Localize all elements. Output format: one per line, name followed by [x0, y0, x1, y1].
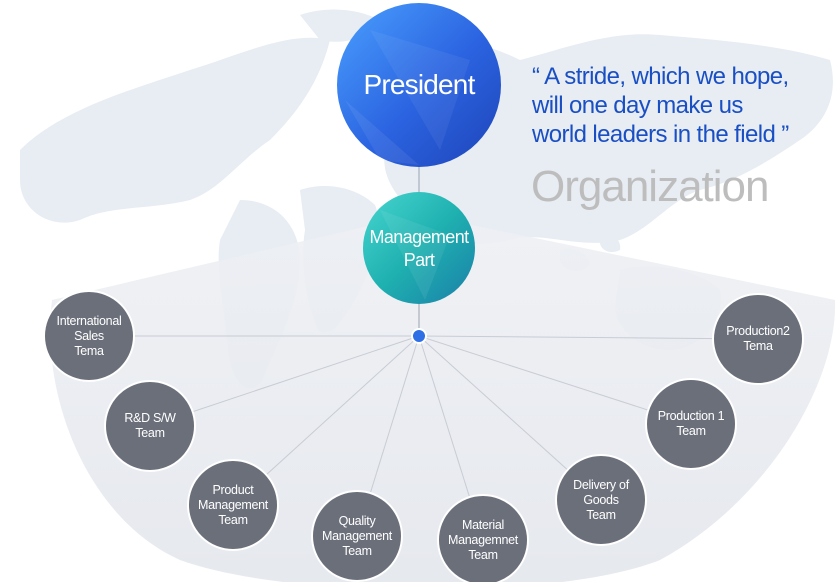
team-label-line: Delivery of: [573, 477, 629, 492]
team-label-line: Team: [135, 426, 165, 440]
team-circle-3: [187, 459, 279, 551]
team-label-line: Production2: [726, 324, 790, 338]
team-circle-4: [311, 490, 403, 582]
team-circle-8: [712, 293, 804, 385]
president-node: [337, 3, 501, 167]
hub-dot: [411, 328, 427, 344]
management-label-line-1: Management: [369, 227, 469, 247]
president-label-text: President: [363, 69, 475, 100]
team-connector-8: [418, 335, 759, 340]
management-label-line-2: Part: [403, 250, 435, 270]
team-connector-2: [149, 335, 420, 427]
team-circle-6: [555, 454, 647, 546]
team-circle-5: [437, 494, 529, 582]
team-label-line: Management: [322, 528, 392, 543]
team-label-line: Production 1: [657, 409, 725, 423]
team-label-line: Team: [586, 507, 616, 522]
team-label-line: Quality: [338, 513, 376, 528]
team-label-line: Managemnet: [448, 532, 518, 547]
team-circle-1: [43, 290, 135, 382]
team-label-line: Material: [461, 517, 505, 532]
page-title: Organization: [531, 162, 769, 211]
team-circle-7: [645, 378, 737, 470]
quote-line-1: “ A stride, which we hope,: [532, 63, 789, 90]
team-label-line: Team: [342, 543, 372, 558]
team-label-line: R&D S/W: [124, 411, 176, 425]
management-node: [363, 192, 475, 304]
team-label-line: Sales: [74, 328, 104, 343]
management-label: Management Part: [363, 226, 475, 272]
quote: “ A stride, which we hope, will one day …: [532, 62, 832, 149]
team-label-line: Tema: [74, 343, 104, 358]
team-label-line: Team: [468, 547, 498, 562]
team-circle-2: [104, 380, 196, 472]
team-connector-7: [418, 335, 692, 425]
quote-line-2: will one day make us: [532, 92, 743, 119]
team-circles: [43, 290, 804, 582]
team-label-line: Management: [198, 497, 268, 512]
team-label-line: Product: [212, 482, 254, 497]
team-label-line: Team: [218, 512, 248, 527]
team-label-line: International: [56, 313, 122, 328]
team-label-line: Tema: [743, 339, 773, 353]
team-label-line: Team: [676, 424, 706, 438]
president-label: President: [339, 55, 499, 115]
quote-line-3: world leaders in the field ”: [532, 121, 789, 148]
team-label-line: Goods: [583, 492, 619, 507]
